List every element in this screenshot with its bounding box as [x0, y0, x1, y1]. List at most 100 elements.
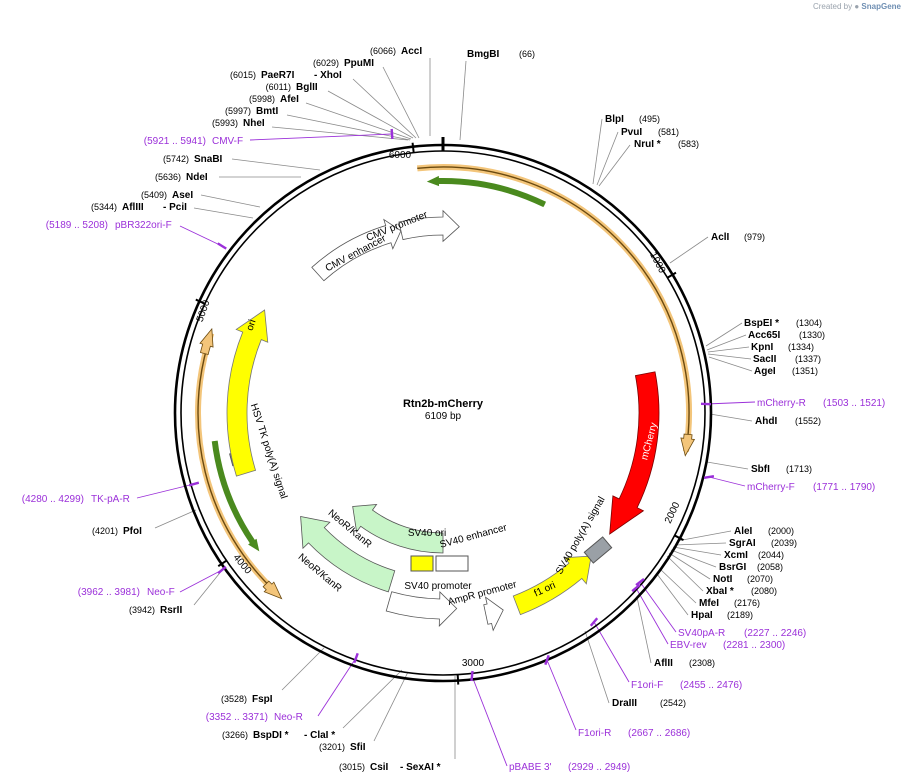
- credit-brand: SnapGene: [861, 2, 901, 11]
- tick-label-3000: 3000: [462, 658, 485, 669]
- tick-mark-5000: [195, 298, 206, 305]
- credit-text: Created by: [812, 2, 853, 11]
- line-xhoi: [352, 78, 417, 139]
- line-asei: [200, 194, 261, 208]
- tick-mark-2000: [674, 534, 684, 541]
- tick-mark-6000: [411, 142, 415, 153]
- line-bspdi: [342, 669, 403, 729]
- primer-sv40par-name: SV40pA-R: [678, 628, 725, 639]
- line-mcherryr: [705, 401, 756, 405]
- primer-mark-10: [217, 565, 227, 575]
- feature-ori-arrow: [226, 309, 269, 477]
- enzyme-ppumi-pos: (6029): [313, 58, 339, 68]
- orf-band-top-core: [417, 166, 690, 452]
- primer-neor-name: Neo-R: [274, 712, 303, 723]
- enzyme-blpi-pos: (495): [639, 114, 660, 124]
- line-neor: [317, 657, 357, 717]
- primer-pbabe3-range: (2929 .. 2949): [568, 762, 630, 773]
- enzyme-agei-name: AgeI: [754, 366, 776, 377]
- orf-green-left-head: [211, 440, 260, 552]
- orf-band-left-core: [197, 333, 277, 593]
- feature-cmv-promoter-arrow: [398, 209, 460, 243]
- enzyme-nrui-pos: (583): [678, 139, 699, 149]
- line-alei: [676, 530, 732, 542]
- enzyme-sacii-pos: (1337): [795, 354, 821, 364]
- enzyme-ahdi-name: AhdI: [755, 416, 777, 427]
- enzyme-pfoi-name: PfoI: [123, 526, 142, 537]
- line-nhei: [271, 126, 409, 141]
- primer-ebvrev-name: EBV-rev: [670, 640, 707, 651]
- enzyme-acc65i-name: Acc65I: [748, 330, 780, 341]
- primer-sv40par-range: (2227 .. 2246): [744, 628, 806, 639]
- tick-mark-1000: [666, 271, 677, 279]
- enzyme-bsrgi-pos: (2058): [757, 562, 783, 572]
- enzyme-bsrgi-name: BsrGI: [719, 562, 746, 573]
- primer-mark-8: [470, 670, 474, 682]
- enzyme-csii-pos: (3015): [339, 762, 365, 772]
- line-bmgbi: [459, 60, 467, 141]
- primer-pbabe3-name: pBABE 3': [509, 762, 552, 773]
- line-mfei: [659, 568, 697, 604]
- snapgene-logo-icon: ●: [854, 2, 860, 11]
- primer-mark-3: [703, 474, 715, 480]
- orf-green-top-head: [426, 175, 547, 208]
- feature-layer: [226, 209, 660, 632]
- enzyme-nhei-name: NheI: [243, 118, 265, 129]
- enzyme-pcii-name: - PciI: [163, 202, 187, 213]
- enzyme-xbai-name: XbaI *: [706, 586, 734, 597]
- line-pbabe3: [471, 675, 508, 767]
- tick-label-4000: 4000: [231, 552, 254, 576]
- orf-arrow-right: [680, 433, 696, 457]
- line-afei: [305, 102, 412, 140]
- primer-neof-name: Neo-F: [147, 587, 175, 598]
- enzyme-sfii-name: SfiI: [350, 742, 366, 753]
- line-mcherryf: [708, 476, 746, 487]
- tick-layer: [195, 137, 684, 685]
- feature-label-sv40-promoter: SV40 promoter: [404, 581, 472, 592]
- enzyme-paer7i-pos: (6015): [230, 70, 256, 80]
- tick-label-5000: 5000: [195, 298, 213, 323]
- line-bsrgi: [670, 549, 717, 568]
- enzyme-snabi-pos: (5742): [163, 154, 189, 164]
- snapgene-credit: Created by ● SnapGene: [813, 2, 901, 11]
- enzyme-bspei-pos: (1304): [796, 318, 822, 328]
- enzyme-aflii-name: AflII: [654, 658, 673, 669]
- enzyme-bspdi-pos: (3266): [222, 730, 248, 740]
- line-pbr322: [179, 225, 223, 247]
- line-agei: [708, 356, 753, 372]
- primer-cmvf-range: (5921 .. 5941): [144, 136, 206, 147]
- feature-label-ori: ori: [245, 318, 259, 332]
- line-pfoi: [154, 509, 197, 529]
- line-pvui: [596, 131, 619, 186]
- primer-mark-11: [188, 481, 200, 487]
- primer-mcherryr-name: mCherry-R: [757, 398, 806, 409]
- line-sfii: [373, 671, 409, 742]
- primer-tkpar-range: (4280 .. 4299): [22, 494, 84, 505]
- enzyme-fspi-pos: (3528): [221, 694, 247, 704]
- line-acc65i: [706, 334, 747, 351]
- enzyme-xcmi-name: XcmI: [724, 550, 748, 561]
- enzyme-ppumi-name: PpuMI: [344, 58, 374, 69]
- line-sgrai: [674, 542, 727, 546]
- enzyme-aflii-pos: (2308): [689, 658, 715, 668]
- primer-neof-range: (3962 .. 3981): [78, 587, 140, 598]
- feature-sv40-ori-box: [410, 555, 434, 572]
- line-hpai: [656, 573, 689, 616]
- line-cmvf: [249, 133, 393, 141]
- plasmid-size: 6109 bp: [425, 411, 462, 422]
- enzyme-sfii-pos: (3201): [319, 742, 345, 752]
- enzyme-pvui-pos: (581): [658, 127, 679, 137]
- line-xcmi: [672, 546, 722, 556]
- enzyme-mfei-pos: (2176): [734, 598, 760, 608]
- primer-pbr322-range: (5189 .. 5208): [46, 220, 108, 231]
- enzyme-snabi-name: SnaBI: [194, 154, 223, 165]
- line-afliii: [193, 207, 254, 219]
- enzyme-asei-pos: (5409): [141, 190, 167, 200]
- enzyme-accI-pos: (6066): [370, 46, 396, 56]
- line-blpi: [592, 118, 603, 185]
- line-ebvrev: [635, 587, 669, 645]
- enzyme-bspei-name: BspEI *: [744, 318, 779, 329]
- primer-mcherryf-name: mCherry-F: [747, 482, 795, 493]
- enzyme-noti-pos: (2070): [747, 574, 773, 584]
